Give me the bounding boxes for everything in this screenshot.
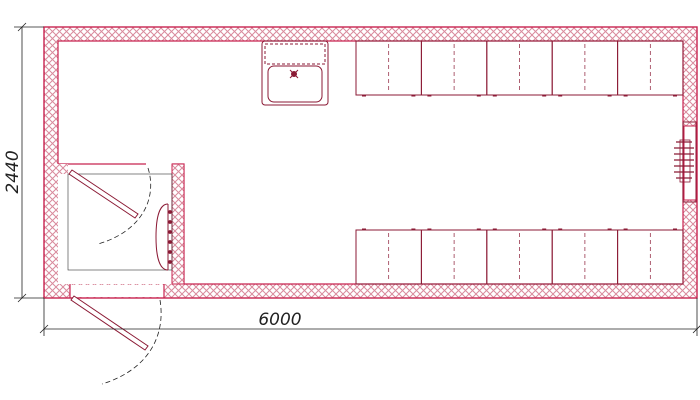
- cubicle-door-swing: [97, 167, 152, 245]
- entrance-door: [70, 295, 162, 385]
- partition-hatch: [171, 163, 185, 285]
- locker-unit: [486, 228, 553, 285]
- locker-unit: [420, 40, 488, 97]
- shower-icon: [155, 203, 172, 271]
- locker-unit: [486, 40, 553, 97]
- lockers-bottom-row: [355, 228, 684, 285]
- exhaust-fan: [674, 121, 697, 203]
- locker-unit: [551, 228, 619, 285]
- locker-unit: [420, 228, 488, 285]
- outer-wall-outline: [43, 26, 698, 299]
- cubicle-door: [68, 167, 152, 245]
- height-dimension: [14, 22, 44, 303]
- entrance-door-swing: [101, 299, 162, 385]
- width-label: 6000: [258, 310, 301, 330]
- lockers-top-row: [355, 40, 684, 97]
- inner-wall-outline: [57, 40, 684, 285]
- entrance-door-opening: [70, 285, 164, 297]
- shower-cubicle: [67, 167, 173, 271]
- locker-unit: [551, 40, 619, 97]
- height-label: 2440: [3, 150, 23, 193]
- width-dimension: [39, 298, 700, 336]
- partition-top-hatch: [58, 164, 68, 174]
- wall-hatch: [44, 27, 697, 298]
- locker-unit: [355, 40, 422, 97]
- locker-unit: [617, 228, 684, 285]
- exterior-walls: [43, 26, 698, 299]
- locker-unit: [617, 40, 684, 97]
- fan-opening: [683, 125, 698, 201]
- locker-unit: [355, 228, 422, 285]
- wash-basin: [261, 40, 329, 106]
- partition-wall: [58, 163, 185, 284]
- entrance-jambs: [69, 284, 165, 298]
